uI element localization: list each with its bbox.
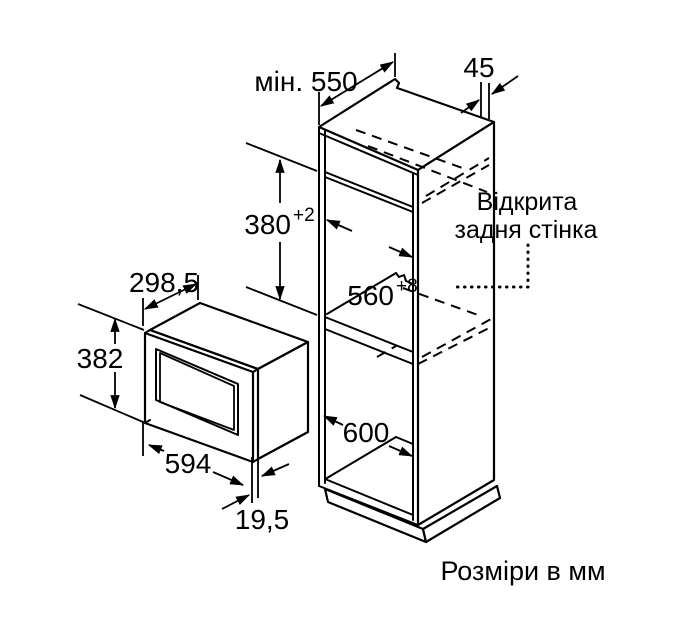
cabinet-right-face: [416, 120, 496, 527]
dim-door-protrusion: 19,5: [221, 455, 290, 535]
open-back-note-line2: задня стінка: [455, 216, 598, 244]
units-note: Розміри в мм: [440, 556, 605, 586]
cabinet-plinth-front: [323, 487, 428, 544]
dim-oven-height: 382: [77, 303, 145, 423]
dim-base-width: 600: [322, 415, 414, 457]
door-window-outer: [155, 348, 239, 436]
dim-label-380-tol: +2: [293, 205, 315, 226]
dim-niche-width: 560 +8: [325, 219, 418, 311]
open-back-note-line1: Відкрита: [477, 188, 578, 216]
dim-oven-depth: 298,5: [129, 267, 199, 326]
dim-oven-width: 594: [142, 421, 245, 486]
dim-label-594: 594: [165, 448, 212, 479]
dim-label-45: 45: [463, 52, 494, 83]
open-back-leader-line: [450, 243, 530, 289]
dim-label-19-5: 19,5: [235, 504, 290, 535]
dim-label-380: 380: [244, 209, 291, 240]
dim-top-rear-gap: 45: [460, 52, 519, 119]
cabinet-plinth-right: [421, 484, 502, 544]
dim-niche-height: 380 +2: [244, 142, 318, 316]
dim-label-560: 560: [347, 280, 394, 311]
microwave-drawing: [143, 301, 310, 464]
dim-label-382: 382: [77, 343, 124, 374]
dim-label-min-550: мін. 550: [254, 66, 357, 97]
dim-label-298-5: 298,5: [129, 267, 199, 298]
cabinet-drawing: [317, 77, 502, 544]
dim-label-560-tol: +8: [396, 276, 418, 297]
dim-label-600: 600: [343, 417, 390, 448]
door-window-inner: [159, 352, 235, 431]
dim-niche-min-depth: мін. 550: [254, 53, 396, 125]
